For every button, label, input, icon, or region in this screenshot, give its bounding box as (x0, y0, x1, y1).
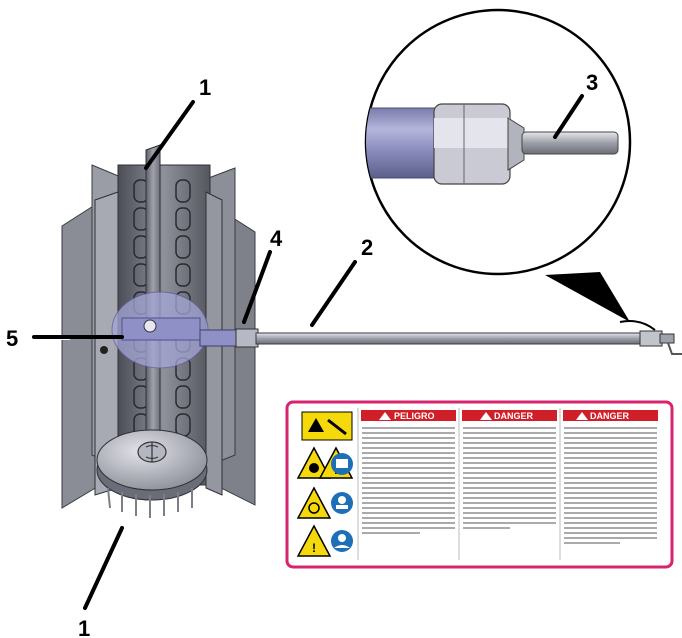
callout-4: 4 (270, 226, 283, 251)
svg-text:!: ! (312, 541, 316, 555)
hand-crush-warning-icon (308, 418, 347, 436)
detail-magnifier (364, 8, 632, 322)
brush-body (60, 144, 256, 518)
label-icon-column: ! ! (296, 411, 354, 557)
label-col2-header: DANGER (462, 410, 557, 421)
callout-5: 5 (6, 326, 18, 351)
callout-2: 2 (361, 235, 373, 260)
danger-text-1: DANGER (494, 411, 534, 421)
leader-lines (32, 94, 584, 610)
danger-text-2: DANGER (590, 411, 630, 421)
end-cap (96, 429, 208, 518)
label-col3-header: DANGER (563, 410, 658, 421)
callout-1-bottom: 1 (78, 616, 90, 638)
label-fine-print (362, 427, 657, 544)
label-col1-header: PELIGRO (361, 410, 456, 421)
manual-blue-icon (331, 453, 353, 475)
shaft (199, 320, 682, 355)
eye-protection-blue-icon (331, 492, 353, 514)
face-mask-icon (331, 530, 353, 552)
rotating-brush-warning-icon (296, 446, 332, 479)
callout-1-top: 1 (199, 75, 211, 100)
safety-label: ! ! (285, 400, 674, 569)
peligro-text: PELIGRO (394, 411, 435, 421)
callout-3: 3 (586, 70, 598, 95)
crush-hazard-icon (296, 486, 332, 519)
general-warning-icon: ! (296, 524, 332, 557)
